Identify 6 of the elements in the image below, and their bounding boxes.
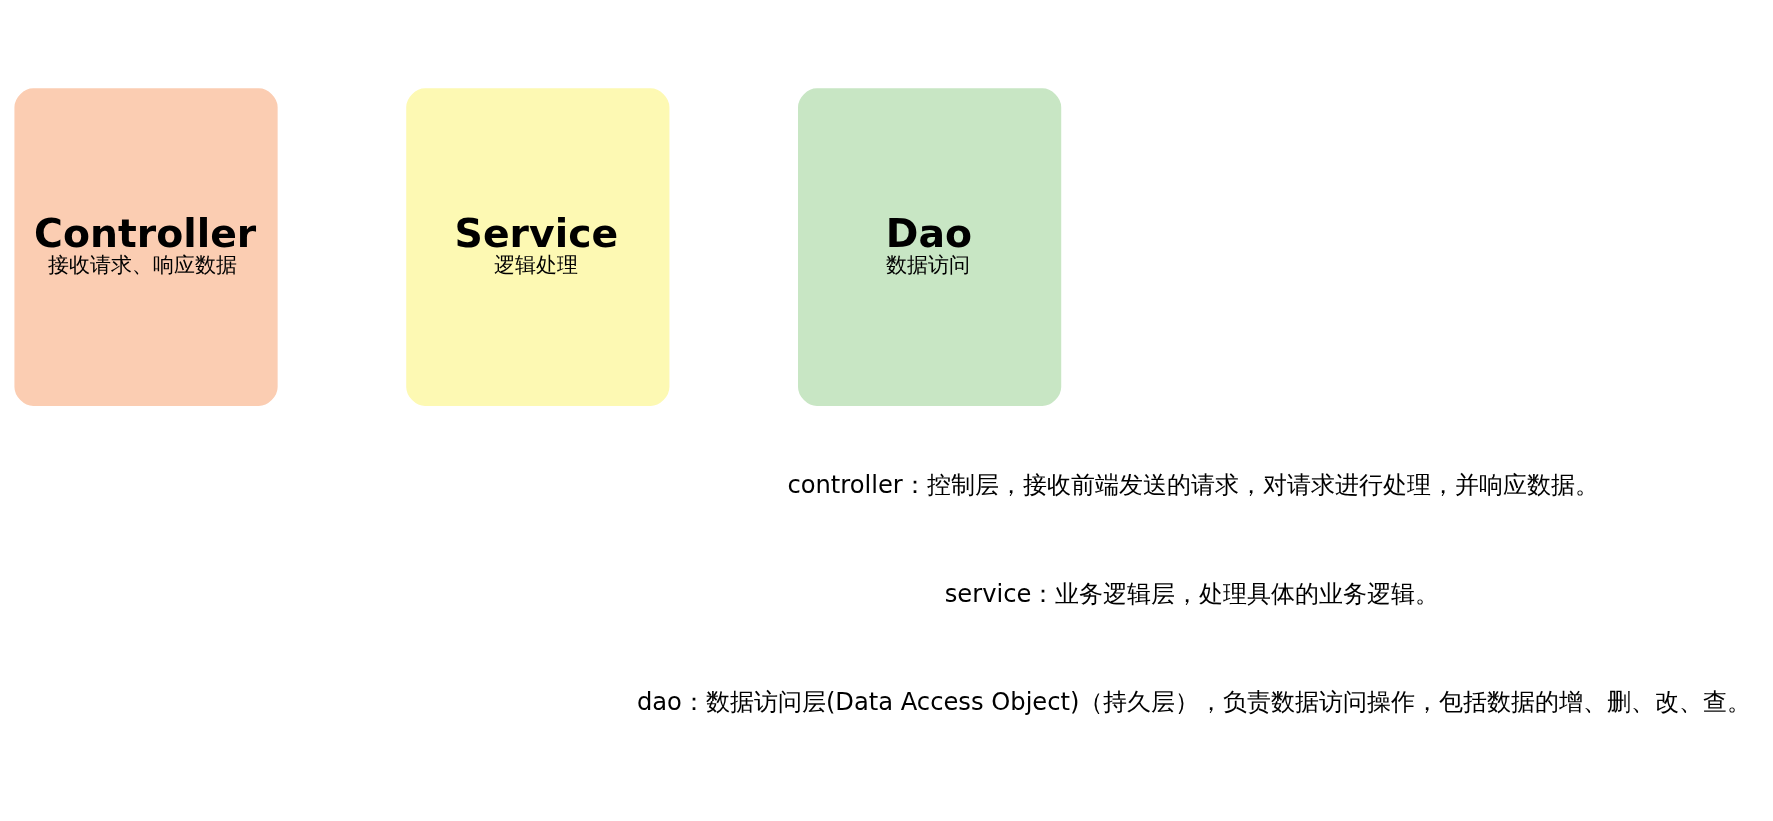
label: service：业务逻辑层，处理具体的业务逻辑。 [944,579,1440,608]
label: dao：数据访问层(Data Access Object)（持久层），负责数据访问操作，包括数据的增、删、改、查。 [636,688,1752,717]
node-box: Service 逻辑处理 [406,88,670,406]
label: controller：控制层，接收前端发送的请求，对请求进行处理，并响应数据。 [787,470,1599,499]
node-box: Dao 数据访问 [798,88,1062,406]
node-box: Controller 接收请求、响应数据 [14,88,278,406]
